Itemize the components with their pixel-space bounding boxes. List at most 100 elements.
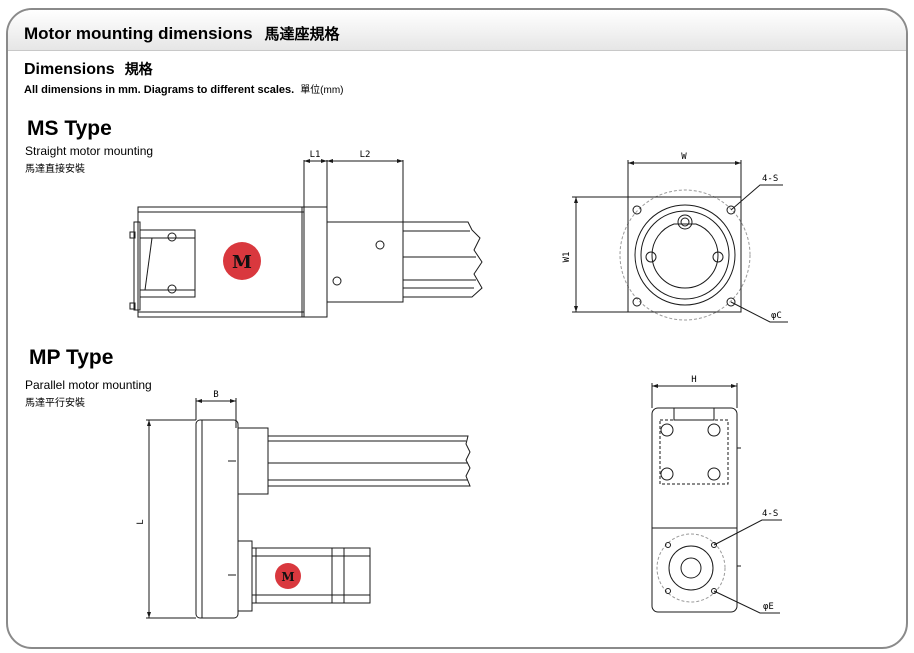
ms-front-square-flange xyxy=(627,196,742,313)
mp-dim-screws-label: 4-S xyxy=(762,509,778,519)
dimensions-note-zh: 單位(mm) xyxy=(300,85,344,96)
ms-dim-w-label: W xyxy=(681,152,687,162)
page-frame xyxy=(6,8,908,649)
mp-front-screw-br xyxy=(711,588,717,594)
ms-motor-body xyxy=(137,206,305,318)
ms-front-right-lug xyxy=(712,251,724,263)
mp-front-motor-shaft xyxy=(680,557,702,579)
dimension-arrowhead xyxy=(196,399,202,403)
page-title: Motor mounting dimensions 馬達座規格 xyxy=(24,23,340,44)
mp-motor-badge-circle xyxy=(275,563,301,589)
page-title-text: Motor mounting dimensions xyxy=(24,24,253,43)
mp-front-leader-diameter xyxy=(713,590,780,614)
dimension-arrowhead xyxy=(652,384,658,388)
mp-front-bolt-tr xyxy=(707,423,721,437)
mp-front-screw-bl xyxy=(665,588,671,594)
page-title-zh: 馬達座規格 xyxy=(264,26,340,43)
dimension-arrowhead xyxy=(304,159,310,163)
dimension-arrowhead xyxy=(628,161,634,165)
ms-front-screw-tr xyxy=(726,205,736,215)
mp-motor-flange xyxy=(237,540,253,612)
ms-rail-stub xyxy=(403,221,483,298)
ms-front-boss xyxy=(651,223,719,289)
mp-front-motor-ring xyxy=(668,545,714,591)
ms-type-description-zh: 馬達直接安裝 xyxy=(25,164,85,175)
dimension-arrowhead xyxy=(230,399,236,403)
ms-motor-badge xyxy=(223,242,261,280)
mp-front-rail-block xyxy=(659,419,729,485)
ms-coupling-slant xyxy=(144,237,153,291)
mp-type-description: Parallel motor mounting xyxy=(25,378,152,392)
ms-adapter-hole-1 xyxy=(375,240,385,250)
header-band xyxy=(8,10,906,51)
ms-motor-badge-letter: M xyxy=(232,252,252,273)
mp-front-bolt-br xyxy=(707,467,721,481)
dimension-arrowheads xyxy=(147,159,741,618)
ms-side-tab-top xyxy=(129,231,136,239)
mp-dim-h-label: H xyxy=(691,375,696,385)
mp-front-rail-top xyxy=(673,407,715,421)
ms-front-view xyxy=(572,160,788,323)
mp-side-rail xyxy=(268,435,471,487)
ms-front-outer-ring xyxy=(634,204,736,306)
ms-adapter-hole-2 xyxy=(332,276,342,286)
mp-front-view xyxy=(651,383,782,614)
ms-side-flange xyxy=(133,221,141,311)
dimension-arrowhead xyxy=(147,612,151,618)
ms-motor-flange-plate xyxy=(301,206,328,318)
ms-front-leader-diameter xyxy=(730,301,788,323)
mp-motor-badge xyxy=(275,563,301,589)
ms-dim-l2-label: L2 xyxy=(360,150,371,160)
ms-front-screw-br xyxy=(726,297,736,307)
mp-motor-body xyxy=(251,547,371,604)
mp-side-housing xyxy=(195,419,239,619)
ms-front-top-lug-inner xyxy=(680,217,690,227)
ms-dim-screws-label: 4-S xyxy=(762,174,778,184)
mp-type-title: MP Type xyxy=(29,346,114,369)
ms-side-view xyxy=(129,160,483,318)
ms-front-screw-tl xyxy=(632,205,642,215)
mp-front-screw-tl xyxy=(665,542,671,548)
mp-front-leader-screws xyxy=(713,519,782,546)
dimensions-note-text: All dimensions in mm. Diagrams to differ… xyxy=(24,84,295,96)
dimensions-heading-text: Dimensions xyxy=(24,61,115,78)
dimensions-heading: Dimensions 規格 xyxy=(24,59,153,79)
mp-front-housing xyxy=(651,407,738,613)
ms-type-title: MS Type xyxy=(27,117,112,140)
mp-side-view xyxy=(146,398,471,619)
mp-motor-badge-letter: M xyxy=(281,570,294,584)
mp-front-bolt-bl xyxy=(660,467,674,481)
ms-front-inner-ring xyxy=(640,210,730,300)
mp-front-bolt-circle xyxy=(656,533,726,603)
dimension-arrowhead xyxy=(321,159,327,163)
mp-front-bolt-tl xyxy=(660,423,674,437)
ms-front-bolt-circle xyxy=(619,189,751,321)
ms-front-leader-screws xyxy=(730,184,783,211)
ms-adapter-block xyxy=(326,221,404,303)
ms-front-screw-bl xyxy=(632,297,642,307)
ms-front-top-lug-outer xyxy=(677,214,693,230)
ms-dim-w1-label: W1 xyxy=(562,252,572,263)
dimension-arrowhead xyxy=(574,306,578,312)
ms-coupling-window xyxy=(140,229,196,298)
ms-front-left-lug xyxy=(645,251,657,263)
dimensions-note: All dimensions in mm. Diagrams to differ… xyxy=(24,81,344,96)
ms-coupling-screw-top xyxy=(167,232,177,242)
ms-motor-badge-circle xyxy=(223,242,261,280)
ms-type-description: Straight motor mounting xyxy=(25,144,154,158)
dimension-arrowhead xyxy=(574,197,578,203)
dimension-arrowhead xyxy=(731,384,737,388)
mp-front-screw-tr xyxy=(711,542,717,548)
mp-dim-diameter-label: φE xyxy=(763,602,774,612)
dimension-arrowhead xyxy=(147,420,151,426)
dimension-arrowhead xyxy=(397,159,403,163)
ms-dim-diameter-label: φC xyxy=(771,311,782,321)
dimension-arrowhead xyxy=(327,159,333,163)
ms-side-tab-bottom xyxy=(129,302,136,310)
mp-side-rail-cap xyxy=(237,427,269,495)
ms-dim-l1-label: L1 xyxy=(310,150,321,160)
ms-coupling-screw-bottom xyxy=(167,284,177,294)
dimensions-heading-zh: 規格 xyxy=(124,61,153,77)
mp-dim-l-label: L xyxy=(136,519,146,524)
mp-dim-b-label: B xyxy=(213,390,218,400)
